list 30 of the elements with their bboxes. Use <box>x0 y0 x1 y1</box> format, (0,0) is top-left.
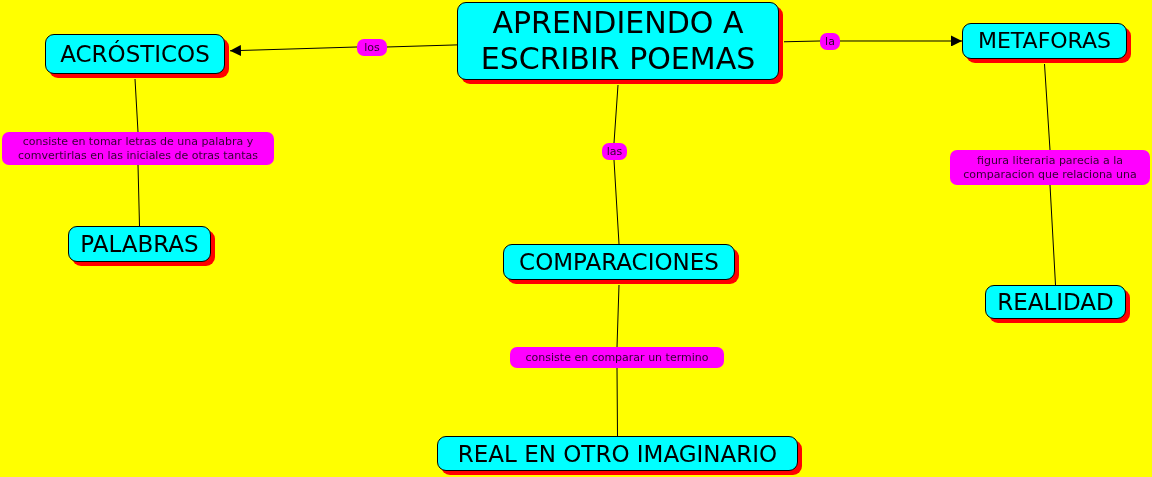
concept-label: REALIDAD <box>997 288 1114 316</box>
linking-phrase: la <box>825 34 835 49</box>
linking-phrase: consiste en tomar letras de una palabra y comvertirlas en las iniciales de otras tantas <box>16 134 259 163</box>
connector-line <box>616 367 618 437</box>
linking-phrase: figura literaria parecia a la comparacion que relaciona una <box>962 153 1138 182</box>
connector-line <box>613 84 619 144</box>
concept-label: REAL EN OTRO IMAGINARIO <box>457 439 778 468</box>
connector-line <box>613 159 620 245</box>
concept-label: ACRÓSTICOS <box>60 40 210 68</box>
linking-phrase-box <box>602 143 627 160</box>
connector-arrow <box>839 35 963 47</box>
linking-phrase-box <box>950 150 1150 185</box>
concept-label: METAFORAS <box>977 28 1111 54</box>
concept-label: PALABRAS <box>80 230 199 258</box>
concept-label: APRENDIENDO A ESCRIBIR POEMAS <box>479 5 757 77</box>
linking-phrase: los <box>364 40 380 55</box>
connector-line <box>1044 63 1051 151</box>
linking-phrase: las <box>606 144 623 159</box>
linking-phrase-box <box>357 39 387 56</box>
linking-phrase-box <box>2 132 274 165</box>
connector-line <box>137 164 140 227</box>
concept-label: COMPARACIONES <box>519 248 719 276</box>
linking-phrase-box <box>510 347 724 368</box>
connector-line <box>134 78 139 133</box>
connector-line <box>386 44 458 48</box>
connector-line <box>783 40 821 43</box>
linking-phrase: consiste en comparar un termino <box>525 350 709 365</box>
connector-line <box>616 284 620 348</box>
connector-line <box>1049 184 1056 286</box>
linking-phrase-box <box>820 33 840 50</box>
